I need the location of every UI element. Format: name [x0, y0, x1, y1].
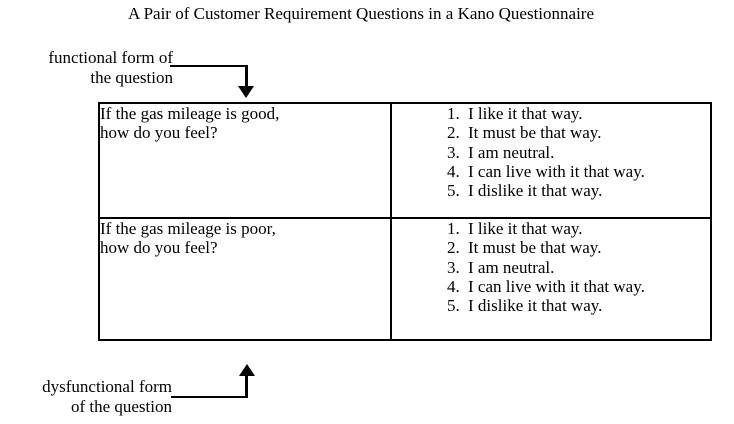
answer-text: I dislike it that way.: [468, 296, 603, 316]
callout-label-dysfunctional: dysfunctional form of the question: [42, 377, 172, 416]
list-item[interactable]: 4. I can live with it that way.: [447, 277, 710, 296]
answer-text: I can live with it that way.: [468, 161, 645, 181]
answers-cell-dysfunctional: 1. I like it that way. 2. It must be that …: [390, 217, 712, 341]
question-text: If the gas mileage is poor, how do you f…: [100, 219, 276, 257]
answer-text: I am neutral.: [468, 142, 555, 162]
answer-list: 1. I like it that way. 2. It must be that …: [392, 219, 710, 315]
answer-number: 1.: [447, 104, 460, 123]
arrow-up-icon: [239, 364, 255, 376]
answer-number: 3.: [447, 257, 460, 277]
answer-number: 4.: [447, 161, 460, 181]
answer-text: I like it that way.: [468, 104, 583, 123]
question-text: If the gas mileage is good, how do you f…: [100, 104, 280, 142]
answer-number: 4.: [447, 276, 460, 296]
list-item[interactable]: 3. I am neutral.: [447, 143, 710, 162]
list-item[interactable]: 2. It must be that way.: [447, 238, 710, 257]
answer-text: I am neutral.: [468, 257, 555, 277]
leader-line-dysfunctional-stem: [245, 375, 248, 398]
table-row: If the gas mileage is poor, how do you f…: [98, 217, 712, 341]
callout-label-functional: functional form of the question: [48, 48, 173, 87]
question-cell-functional: If the gas mileage is good, how do you f…: [98, 102, 392, 219]
list-item[interactable]: 1. I like it that way.: [447, 104, 710, 123]
answer-text: It must be that way.: [468, 123, 602, 143]
table-body: If the gas mileage is good, how do you f…: [98, 102, 712, 341]
leader-line-functional-horizontal: [170, 65, 248, 67]
list-item[interactable]: 5. I dislike it that way.: [447, 181, 710, 200]
answer-number: 2.: [447, 123, 460, 143]
answer-number: 5.: [447, 296, 460, 316]
page-title: A Pair of Customer Requirement Questions…: [128, 4, 594, 23]
answer-text: It must be that way.: [468, 238, 602, 258]
answer-list: 1. I like it that way. 2. It must be that …: [392, 104, 710, 200]
list-item[interactable]: 5. I dislike it that way.: [447, 296, 710, 315]
arrow-down-icon: [238, 86, 254, 98]
answer-text: I like it that way.: [468, 219, 583, 238]
table-row: If the gas mileage is good, how do you f…: [98, 102, 712, 219]
leader-line-dysfunctional-horizontal: [171, 396, 248, 398]
answer-number: 1.: [447, 219, 460, 238]
answer-text: I dislike it that way.: [468, 181, 603, 201]
answer-text: I can live with it that way.: [468, 276, 645, 296]
kano-questionnaire-table: If the gas mileage is good, how do you f…: [98, 102, 712, 341]
list-item[interactable]: 2. It must be that way.: [447, 123, 710, 142]
leader-line-functional-stem: [245, 65, 248, 88]
list-item[interactable]: 1. I like it that way.: [447, 219, 710, 238]
question-cell-dysfunctional: If the gas mileage is poor, how do you f…: [98, 217, 392, 341]
list-item[interactable]: 3. I am neutral.: [447, 258, 710, 277]
answer-number: 3.: [447, 142, 460, 162]
list-item[interactable]: 4. I can live with it that way.: [447, 162, 710, 181]
answer-number: 2.: [447, 238, 460, 258]
answers-cell-functional: 1. I like it that way. 2. It must be that …: [390, 102, 712, 219]
answer-number: 5.: [447, 181, 460, 201]
